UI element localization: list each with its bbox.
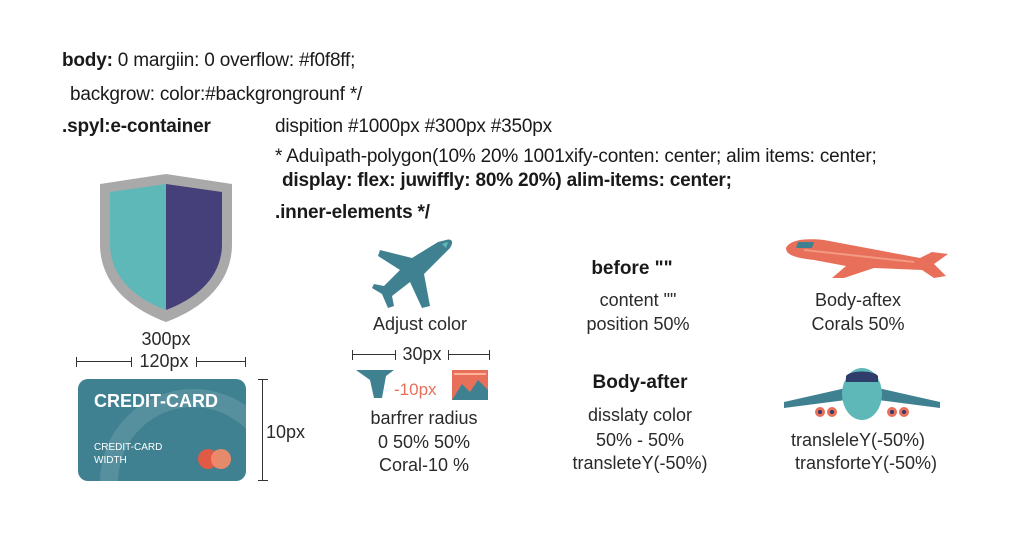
code-line-2: backgrow: color:#backgrongrounf */ xyxy=(70,84,363,105)
card-subtitle: CREDIT-CARD WIDTH xyxy=(94,442,163,466)
shield-icon xyxy=(100,174,232,322)
display-line: display: flex: juwiffly: 80% 20%) alim-i… xyxy=(282,170,732,191)
col2-width-dimension-left xyxy=(352,350,396,360)
teal-shape-icon xyxy=(356,370,394,398)
dispition-text: dispition #1000px #300px #350px xyxy=(275,116,552,137)
coral-airplane-icon xyxy=(786,239,948,278)
card-width-dimension xyxy=(76,357,132,367)
col2-text-line-1: barfrer radius xyxy=(370,408,478,428)
col4-bottom-line-1: transleleY(-50%) xyxy=(790,430,926,450)
col4-bottom-line-2: transforteY(-50%) xyxy=(794,453,938,473)
card-width-label: 120px xyxy=(139,351,189,371)
col3-bottom-line-2: 50% - 50% xyxy=(595,430,685,450)
shield-width-label: 300px xyxy=(141,329,191,349)
col2-width-label: 30px xyxy=(402,344,442,364)
code-line-1-key: body: xyxy=(62,50,113,71)
col3-bottom-line-3: transleteY(-50%) xyxy=(572,453,708,473)
dispition-line: dispition #1000px #300px #350px xyxy=(275,116,552,138)
card-logo-circle-right xyxy=(211,449,231,469)
adjust-color-caption: Adjust color xyxy=(372,314,468,334)
offset-label: -10px xyxy=(394,380,437,399)
col4-top-line-1: Body-aftex xyxy=(814,290,902,310)
airplane-icon xyxy=(372,239,453,308)
jet-front-icon xyxy=(784,368,940,420)
col3-top-line-1: content "" xyxy=(599,290,677,310)
col4-top-line-2: Corals 50% xyxy=(811,314,905,334)
card-title: CREDIT-CARD xyxy=(94,391,218,411)
col3-top-line-2: position 50% xyxy=(586,314,690,334)
col2-width-dimension-right xyxy=(448,350,490,360)
inner-elements-line: .inner-elements */ xyxy=(275,202,430,223)
card-height-label: 10px xyxy=(266,422,306,442)
card-height-dimension xyxy=(258,379,268,481)
credit-card: CREDIT-CARD CREDIT-CARD WIDTH xyxy=(78,379,246,481)
col3-bottom-line-1: disslaty color xyxy=(587,405,693,425)
code-line-1: body: 0 margiin: 0 overflow: #f0f8ff; xyxy=(62,50,355,72)
body-after-title: Body-after xyxy=(592,372,688,393)
col2-text-line-3: Coral-10 % xyxy=(378,455,470,475)
code-line-1-rest: 0 margiin: 0 overflow: #f0f8ff; xyxy=(112,50,356,71)
col2-text-line-2: 0 50% 50% xyxy=(377,432,471,452)
card-width-dimension-right xyxy=(196,357,246,367)
before-title: before "" xyxy=(591,258,673,279)
comment-line: * Aduìpath-polygon(10% 20% 1001xify-cont… xyxy=(275,146,877,167)
coral-shape-icon xyxy=(452,370,488,400)
container-label: .spyl:e-container xyxy=(62,116,211,137)
